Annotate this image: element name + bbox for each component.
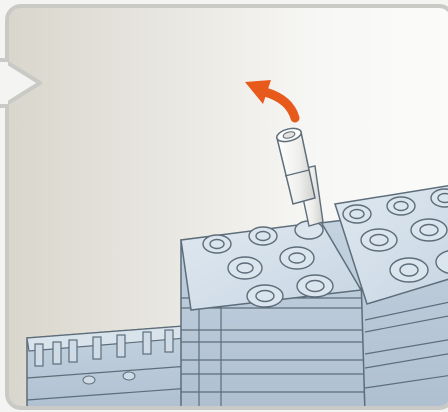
connector-pin-icon: [275, 126, 323, 226]
brick-illustration: [9, 8, 448, 410]
callout-pointer-icon: [0, 58, 48, 108]
curved-arrow-icon: [245, 80, 295, 118]
step-panel: [5, 4, 448, 410]
lower-brick: [27, 326, 191, 410]
